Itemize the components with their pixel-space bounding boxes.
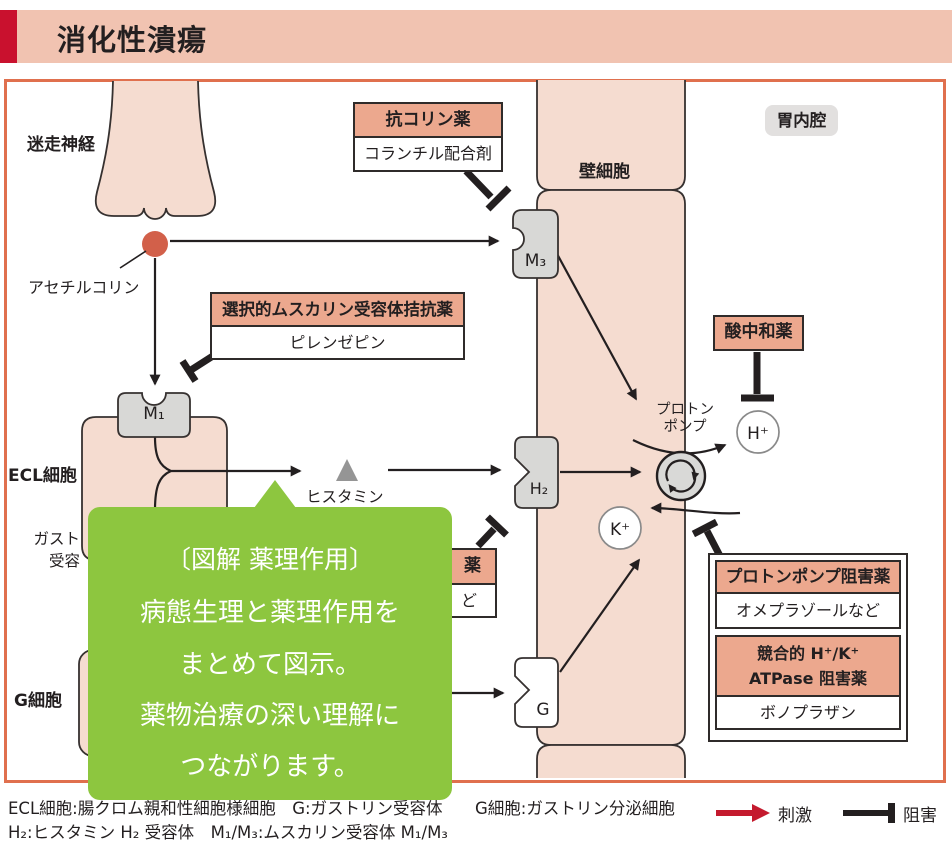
arrow-lumen-to-k-ion bbox=[650, 502, 741, 515]
page-title: 消化性潰瘍 bbox=[57, 23, 208, 57]
receptor-m3-shape bbox=[512, 209, 559, 279]
receptor-g-shape bbox=[514, 657, 559, 728]
receptor-m1-shape bbox=[117, 392, 191, 438]
anticholinergic-drug-box: 抗コリン薬 コランチル配合剤 bbox=[353, 102, 503, 172]
receptor-m1-label: M₁ bbox=[143, 404, 165, 424]
pcab-class-line2: ATPase 阻害薬 bbox=[748, 669, 868, 688]
antacid-box: 酸中和薬 bbox=[713, 315, 804, 351]
muscarinic-antagonist-class: 選択的ムスカリン受容体拮抗薬 bbox=[212, 294, 463, 327]
proton-pump-label-line1: プロトン bbox=[656, 402, 714, 418]
tbar-anticholinergic bbox=[463, 168, 512, 212]
pump-cycle-arc-top bbox=[665, 459, 700, 482]
parietal-cell-segment-middle bbox=[536, 189, 686, 746]
legend-line1-right: G細胞:ガストリン分泌細胞 bbox=[475, 799, 675, 818]
vagus-nerve-shape bbox=[94, 80, 217, 220]
overlay-line2: まとめて図示。 bbox=[178, 650, 361, 680]
hydrogen-ion-label: H⁺ bbox=[747, 424, 769, 444]
g-cell-label: G細胞 bbox=[14, 691, 62, 711]
parietal-cell-segment-bottom bbox=[536, 744, 686, 778]
histamine-triangle bbox=[336, 459, 358, 481]
ecl-cell-label: ECL細胞 bbox=[8, 466, 77, 486]
potassium-ion-label: K⁺ bbox=[610, 520, 630, 540]
pcab-class-line1: 競合的 H⁺/K⁺ bbox=[756, 644, 860, 663]
tbar-ppi bbox=[691, 518, 724, 558]
promo-overlay bbox=[88, 507, 452, 800]
gastrin-receptor-label-line2: 受容 bbox=[48, 552, 80, 570]
pcab-drug-box: 競合的 H⁺/K⁺ ATPase 阻害薬 ボノプラザン bbox=[715, 635, 901, 730]
muscarinic-antagonist-drug-box: 選択的ムスカリン受容体拮抗薬 ピレンゼピン bbox=[210, 292, 465, 360]
receptor-m3-label: M₃ bbox=[524, 251, 547, 271]
stimulation-arrow-head bbox=[752, 804, 770, 822]
ecl-inner-branch bbox=[153, 469, 172, 511]
receptor-h2-label: H₂ bbox=[529, 479, 549, 498]
hydrogen-ion-circle bbox=[736, 410, 780, 454]
muscarinic-antagonist-example: ピレンゼピン bbox=[212, 327, 463, 358]
ppi-drug-box: プロトンポンプ阻害薬 オメプラゾールなど bbox=[715, 560, 901, 629]
pump-inhibitor-compound-box: プロトンポンプ阻害薬 オメプラゾールなど 競合的 H⁺/K⁺ ATPase 阻害… bbox=[708, 553, 908, 742]
overlay-line4: つながります。 bbox=[180, 752, 360, 782]
anticholinergic-class: 抗コリン薬 bbox=[355, 104, 501, 138]
overlay-line3: 薬物治療の深い理解に bbox=[139, 701, 400, 731]
parietal-cell-label: 壁細胞 bbox=[579, 162, 630, 182]
proton-pump-label-line2: ポンプ bbox=[663, 419, 707, 435]
legend-line1-left: ECL細胞:腸クロム親和性細胞様細胞 G:ガストリン受容体 bbox=[8, 799, 443, 818]
legend-line2: H₂:ヒスタミン H₂ 受容体 M₁/M₃:ムスカリン受容体 M₁/M₃ bbox=[8, 823, 448, 842]
acetylcholine-pointer-line bbox=[119, 250, 147, 269]
acetylcholine-dot bbox=[142, 231, 168, 257]
acetylcholine-label: アセチルコリン bbox=[28, 278, 140, 297]
overlay-line1: 病態生理と薬理作用を bbox=[139, 598, 400, 628]
stomach-lumen-badge: 胃内腔 bbox=[765, 105, 838, 136]
pcab-example: ボノプラザン bbox=[717, 697, 899, 728]
tbar-h2-blocker bbox=[475, 514, 509, 549]
overlay-heading: 〔図解 薬理作用〕 bbox=[166, 545, 374, 574]
ppi-class: プロトンポンプ阻害薬 bbox=[717, 562, 899, 594]
pcab-class: 競合的 H⁺/K⁺ ATPase 阻害薬 bbox=[717, 637, 899, 697]
vagus-nerve-label: 迷走神経 bbox=[27, 135, 95, 155]
tbar-antacid bbox=[741, 352, 774, 402]
ppi-example: オメプラゾールなど bbox=[717, 594, 899, 627]
arrow-g-to-pump bbox=[559, 558, 640, 673]
pump-cycle-arc-bottom bbox=[668, 471, 697, 493]
receptor-g-label: G bbox=[536, 700, 550, 720]
anticholinergic-example: コランチル配合剤 bbox=[355, 138, 501, 170]
title-bar bbox=[0, 10, 952, 63]
legend-inhibition-label: 阻害 bbox=[903, 806, 937, 826]
arrow-m3-to-pump bbox=[555, 251, 637, 401]
potassium-ion-circle bbox=[598, 506, 642, 550]
receptor-h2-shape bbox=[514, 436, 559, 509]
overlay-pointer-triangle bbox=[254, 480, 296, 508]
inhibition-bar-head bbox=[888, 803, 895, 823]
histamine-label: ヒスタミン bbox=[306, 488, 384, 506]
gastrin-receptor-label-line1: ガスト bbox=[33, 530, 80, 548]
legend-stimulation-label: 刺激 bbox=[778, 806, 812, 826]
title-accent-bar bbox=[0, 10, 17, 63]
